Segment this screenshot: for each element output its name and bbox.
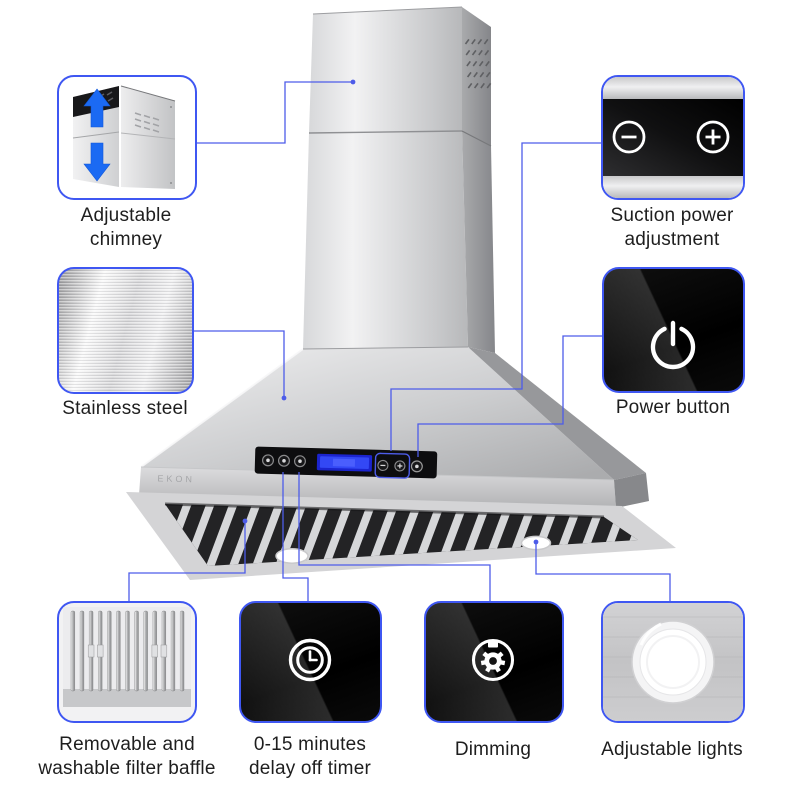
power-button-on-panel — [410, 460, 423, 473]
connector-dimming — [298, 472, 491, 601]
dimmer-button — [293, 455, 306, 468]
callout-suction-power-adjustment — [601, 75, 745, 200]
hood-light-left — [275, 548, 309, 564]
connector-adjustable-lights — [535, 542, 671, 601]
label-delay-off-timer: 0-15 minutes delay off timer — [249, 734, 371, 779]
connector-adjustable-chimney — [197, 81, 352, 144]
clock-icon — [288, 638, 332, 682]
minus-icon — [612, 120, 646, 154]
connector-delay-timer — [282, 472, 309, 601]
baffle-filter-underside — [126, 492, 676, 580]
suction-buttons-highlight — [374, 452, 411, 479]
callout-power-button — [602, 267, 745, 393]
connector-power-button — [417, 335, 602, 457]
label-adjustable-lights: Adjustable lights — [601, 739, 743, 760]
dimmer-gear-icon — [471, 638, 515, 682]
lcd-display — [316, 453, 373, 472]
minus-button — [377, 459, 389, 472]
light-button — [261, 454, 274, 467]
label-power-button: Power button — [615, 397, 731, 418]
plus-icon — [696, 120, 730, 154]
connector-stainless-steel — [194, 330, 285, 396]
callout-adjustable-lights — [601, 601, 745, 723]
plus-button — [394, 460, 406, 472]
suction-panel-illustration — [603, 77, 743, 198]
callout-stainless-steel — [57, 267, 194, 394]
connector-filter-baffle — [128, 521, 246, 601]
down-arrow-icon — [83, 142, 111, 182]
callout-removable-filter — [57, 601, 197, 723]
chimney-lower-section — [303, 130, 495, 353]
connector-lines — [128, 79, 671, 601]
label-suction-power-adjustment: Suction power adjustment — [610, 205, 734, 250]
chimney-upper-section — [309, 6, 492, 146]
vent-holes — [464, 38, 492, 89]
label-removable-filter: Removable and washable filter baffle — [38, 734, 216, 779]
timer-button — [277, 454, 290, 467]
ring-light-image — [603, 603, 743, 721]
callout-delay-off-timer — [239, 601, 382, 723]
connector-suction-power — [390, 142, 601, 451]
baffle-filter-image — [63, 607, 191, 707]
callout-adjustable-chimney — [57, 75, 197, 200]
filter-slats — [70, 610, 185, 692]
label-adjustable-chimney: Adjustable chimney — [80, 205, 172, 250]
chimney-illustration — [72, 85, 176, 189]
power-icon — [650, 320, 696, 370]
up-arrow-icon — [83, 88, 111, 128]
chimney-vent-slots — [134, 112, 160, 133]
label-stainless-steel: Stainless steel — [62, 398, 188, 419]
callout-dimming — [424, 601, 564, 723]
control-panel: EKON — [157, 446, 438, 484]
label-dimming: Dimming — [454, 739, 532, 760]
brand-text: EKON — [157, 473, 195, 484]
